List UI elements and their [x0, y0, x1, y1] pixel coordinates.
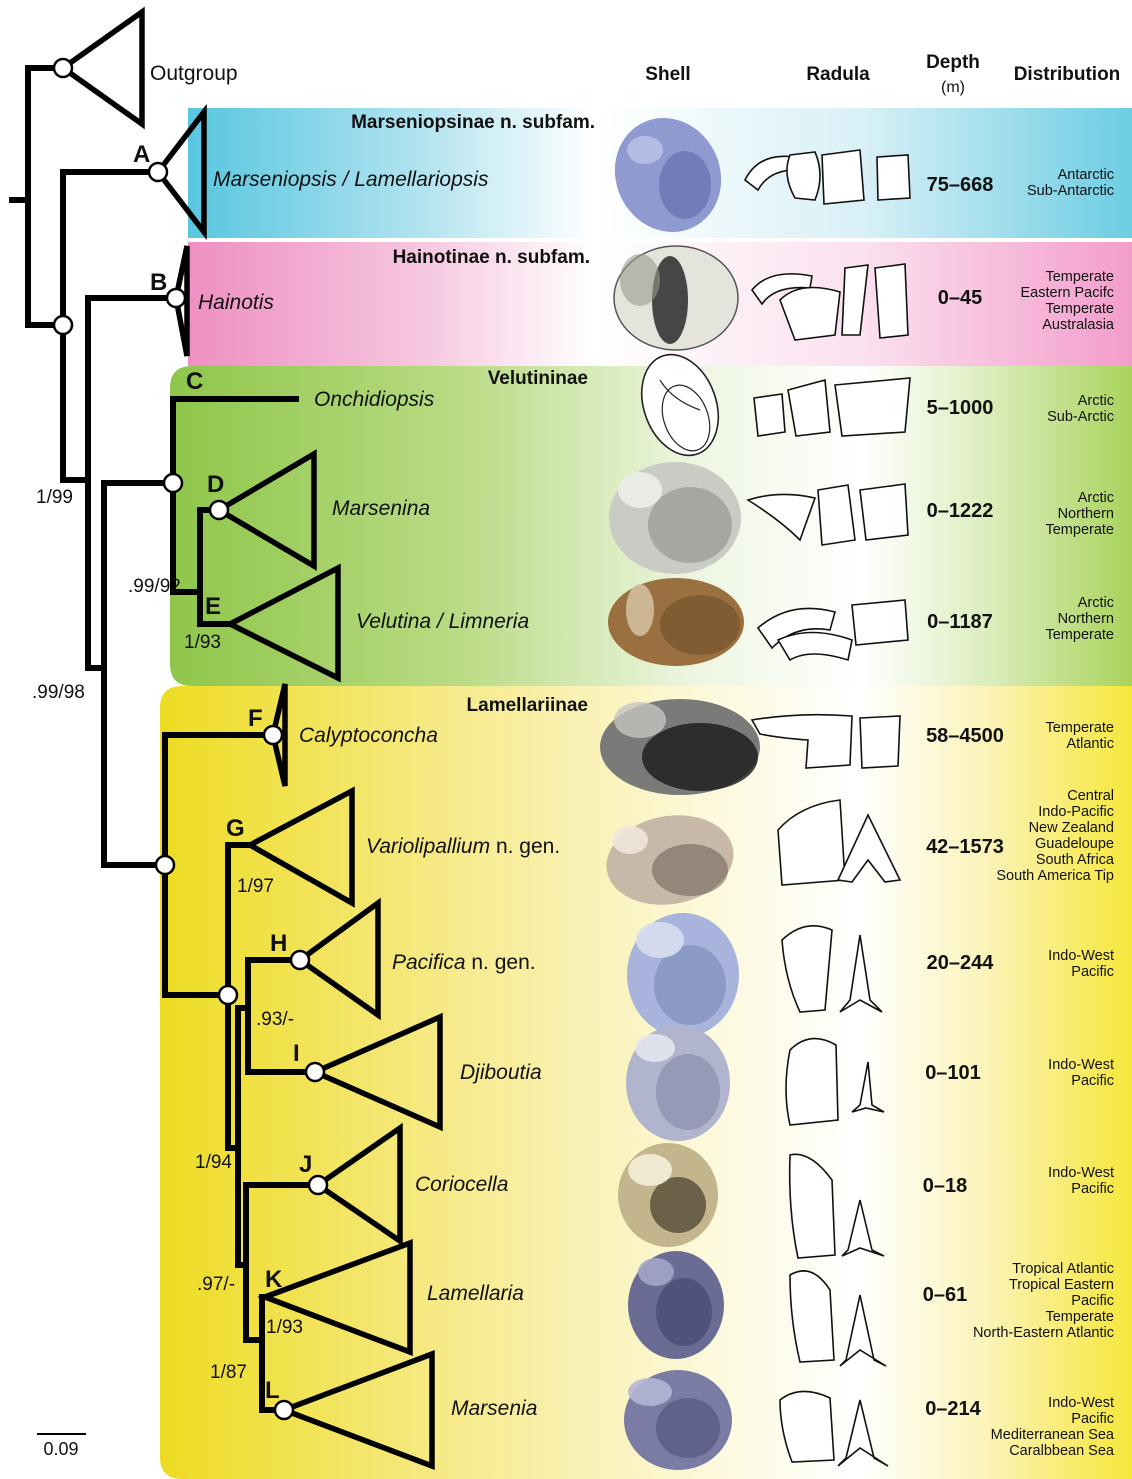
depth-value-g: 42–1573 — [926, 836, 1004, 858]
clade-letter-l: L — [265, 1377, 280, 1404]
header-radula: Radula — [806, 64, 870, 85]
group-title-hainotinae: Hainotinae n. subfam. — [393, 247, 590, 268]
taxon-name-f: Calyptoconcha — [299, 724, 438, 747]
clade-letter-g: G — [226, 815, 245, 842]
support-value: .93/- — [256, 1009, 294, 1030]
node-f — [264, 726, 282, 744]
shell-image-l — [624, 1370, 732, 1470]
taxon-name-j: Coriocella — [415, 1173, 508, 1196]
taxon-name-c: Onchidiopsis — [314, 388, 435, 411]
shell-image-j — [618, 1143, 718, 1247]
depth-value-f: 58–4500 — [926, 725, 1004, 747]
support-value: 1/94 — [195, 1152, 232, 1173]
depth-value-h: 20–244 — [927, 952, 995, 974]
node-h — [291, 951, 309, 969]
header-distribution: Distribution — [1014, 64, 1121, 85]
support-value: .99/92 — [128, 576, 181, 597]
support-value: 1/97 — [237, 876, 274, 897]
shell-image-i — [626, 1025, 730, 1141]
shell-image-e — [608, 578, 744, 666]
clade-letter-e: E — [205, 593, 221, 620]
support-value: 1/93 — [266, 1317, 303, 1338]
taxon-name-a: Marseniopsis / Lamellariopsis — [213, 168, 489, 191]
group-title-lamellariinae: Lamellariinae — [467, 695, 588, 716]
shell-image-k — [628, 1251, 724, 1359]
node-velutininae — [164, 474, 182, 492]
group-title-velutininae: Velutininae — [488, 368, 588, 389]
triangle-outgroup — [63, 12, 142, 124]
clade-letter-h: H — [270, 930, 287, 957]
node-lamellariinae-inner — [219, 986, 237, 1004]
header-depth: Depth — [926, 52, 980, 73]
node-i — [306, 1063, 324, 1081]
shell-image-f — [600, 699, 760, 795]
depth-value-e: 0–1187 — [927, 611, 993, 633]
shell-image-h — [627, 913, 739, 1037]
clade-letter-b: B — [150, 269, 167, 296]
node-d — [210, 501, 228, 519]
depth-value-c: 5–1000 — [927, 397, 994, 419]
taxon-name-b: Hainotis — [198, 291, 274, 314]
depth-value-l: 0–214 — [925, 1398, 981, 1420]
shell-image-b — [614, 246, 738, 350]
depth-value-i: 0–101 — [925, 1062, 981, 1084]
node-a — [149, 163, 167, 181]
taxon-name-d: Marsenina — [332, 497, 430, 520]
support-value: .99/98 — [32, 682, 85, 703]
taxon-name-h: Pacifica n. gen. — [392, 951, 536, 974]
support-value: 1/87 — [210, 1362, 247, 1383]
scale-bar-label: 0.09 — [43, 1439, 78, 1459]
header-depth-unit: (m) — [941, 79, 965, 96]
clade-letter-f: F — [248, 705, 263, 732]
node-j — [309, 1176, 327, 1194]
taxon-name-k: Lamellaria — [427, 1282, 524, 1305]
shell-image-d — [609, 462, 741, 574]
clade-letter-c: C — [186, 368, 203, 395]
taxon-name-l: Marsenia — [451, 1397, 537, 1420]
group-title-marseniopsinae: Marseniopsinae n. subfam. — [351, 112, 595, 133]
depth-value-a: 75–668 — [927, 174, 994, 196]
depth-value-d: 0–1222 — [927, 500, 994, 522]
node-b — [167, 289, 185, 307]
taxon-name-g: Variolipallium n. gen. — [366, 835, 560, 858]
support-value: 1/93 — [184, 632, 221, 653]
node-root-inner — [54, 316, 72, 334]
taxon-name-i: Djiboutia — [460, 1061, 542, 1084]
clade-letter-a: A — [133, 141, 150, 168]
clade-letter-k: K — [265, 1266, 283, 1293]
depth-value-b: 0–45 — [938, 287, 983, 309]
clade-letter-i: I — [293, 1040, 300, 1067]
node-lamellariinae — [156, 856, 174, 874]
support-value: .97/- — [197, 1274, 235, 1295]
taxon-name-e: Velutina / Limneria — [356, 610, 529, 633]
support-value: 1/99 — [36, 487, 73, 508]
clade-letter-d: D — [207, 471, 224, 498]
depth-value-k: 0–61 — [923, 1284, 968, 1306]
node-outgroup — [54, 59, 72, 77]
clade-letter-j: J — [299, 1151, 312, 1178]
outgroup-label: Outgroup — [150, 62, 238, 85]
depth-value-j: 0–18 — [923, 1175, 968, 1197]
header-shell: Shell — [645, 64, 690, 85]
